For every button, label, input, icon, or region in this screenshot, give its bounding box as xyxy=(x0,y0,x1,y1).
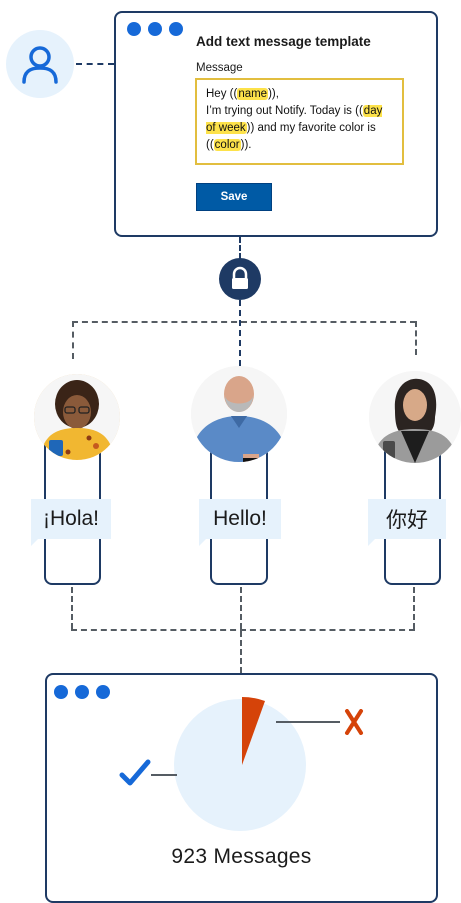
window-dot xyxy=(127,22,141,36)
lock-connector xyxy=(239,300,241,366)
message-total: 923 Messages xyxy=(171,845,312,868)
save-connector xyxy=(239,237,241,259)
recipient-photo-1 xyxy=(34,374,120,460)
window-dot xyxy=(148,22,162,36)
user-connector xyxy=(76,63,114,65)
message-text: )). xyxy=(240,139,252,151)
distribution-line-bottom xyxy=(71,629,415,631)
window-dot xyxy=(169,22,183,36)
message-textarea[interactable]: Hey ((name)), I’m trying out Notify. Toda… xyxy=(195,78,404,165)
greeting-bubble-3: 你好 xyxy=(368,499,446,546)
x-mark-icon xyxy=(345,709,363,735)
template-title: Add text message template xyxy=(196,34,371,49)
recipient-photo-2 xyxy=(191,366,287,462)
message-text: )) and my favorite color is (( xyxy=(206,122,376,151)
branch-left xyxy=(72,321,74,359)
collect-left xyxy=(71,587,73,629)
greeting-bubble-2: Hello! xyxy=(199,499,281,546)
window-dot xyxy=(75,685,89,699)
message-text: I’m trying out Notify. Today is (( xyxy=(206,105,363,117)
user-avatar-icon xyxy=(6,30,74,98)
placeholder-token: color xyxy=(213,139,241,151)
message-text: )), xyxy=(268,88,279,100)
template-window: Add text message template Message Hey ((… xyxy=(114,11,438,237)
greeting-text: Hello! xyxy=(213,507,267,530)
collect-right xyxy=(413,587,415,629)
delivery-pie-chart xyxy=(174,697,306,831)
success-leader-line xyxy=(151,774,177,776)
distribution-line-top xyxy=(72,321,416,323)
greeting-bubble-1: ¡Hola! xyxy=(31,499,111,546)
greeting-text: 你好 xyxy=(386,509,428,532)
collect-center xyxy=(240,587,242,629)
greeting-text: ¡Hola! xyxy=(42,507,100,530)
checkmark-icon xyxy=(119,759,151,786)
recipient-photo-3 xyxy=(369,371,461,463)
message-label: Message xyxy=(196,62,243,74)
branch-right xyxy=(415,321,417,355)
message-text: Hey (( xyxy=(206,88,238,100)
placeholder-token: name xyxy=(237,88,269,100)
results-window: 923 Messages xyxy=(45,673,438,903)
results-connector xyxy=(240,631,242,673)
save-button[interactable]: Save xyxy=(196,183,272,211)
window-dot xyxy=(54,685,68,699)
failure-leader-line xyxy=(276,721,340,723)
window-dot xyxy=(96,685,110,699)
lock-icon xyxy=(219,258,261,300)
